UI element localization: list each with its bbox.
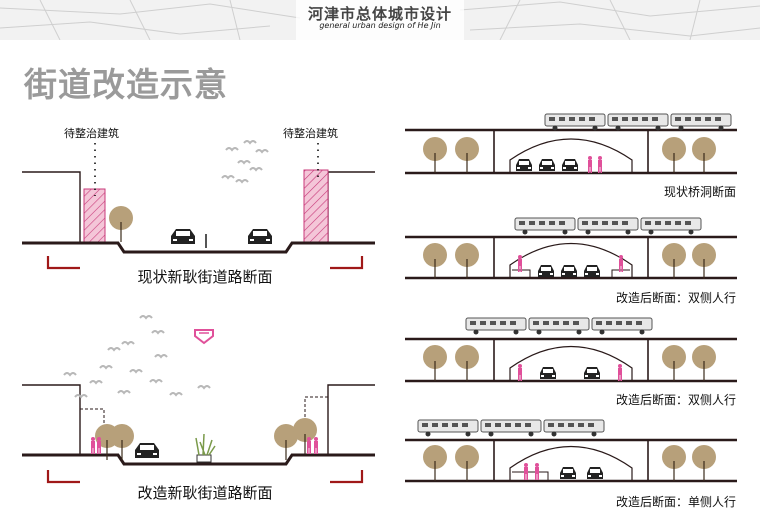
caption-renovated-section: 改造新耿街道路断面: [137, 484, 273, 502]
car-icon: [135, 443, 159, 458]
renovated-street-section: [22, 315, 375, 484]
building-to-renovate-right: [303, 169, 329, 244]
train-icon: [465, 317, 527, 335]
down-arrow-icon: [194, 329, 214, 345]
median-planting: [195, 433, 216, 463]
caption-bridge-renovated-2: 改造后断面：双侧人行: [615, 393, 736, 407]
birds-decoration: [221, 140, 269, 183]
car-icon: [516, 159, 532, 171]
bridge-section-renovated-both-sides-2: [405, 317, 737, 383]
train-icon: [514, 217, 576, 235]
header-map-texture: [0, 0, 760, 40]
car-icon: [538, 265, 554, 277]
caption-current-section: 现状新耿街道路断面: [137, 268, 273, 286]
car-icon: [561, 265, 577, 277]
car-icon: [560, 467, 576, 479]
bridge-section-renovated-both-sides: [405, 217, 737, 280]
train-icon: [417, 419, 479, 437]
car-icon: [539, 159, 555, 171]
car-icon: [562, 159, 578, 171]
car-icon: [587, 467, 603, 479]
car-icon: [584, 367, 600, 379]
caption-bridge-current: 现状桥洞断面: [663, 185, 736, 199]
header-title: 河津市总体城市设计: [307, 5, 452, 23]
train-icon: [544, 113, 606, 131]
car-icon: [171, 229, 195, 244]
header-subtitle: general urban design of He Jin: [319, 21, 441, 30]
header-banner: 河津市总体城市设计 general urban design of He Jin: [0, 0, 760, 40]
street-tree: [292, 417, 318, 455]
label-building-to-renovate-right: 待整治建筑: [283, 127, 338, 140]
birds-decoration: [63, 315, 211, 398]
building-to-renovate-left: [83, 188, 106, 244]
bridge-section-current: [405, 113, 737, 175]
current-street-section: [22, 140, 375, 270]
caption-bridge-renovated-3: 改造后断面：单侧人行: [615, 495, 736, 509]
street-tree: [108, 205, 134, 243]
page-title: 街道改造示意: [24, 65, 228, 104]
bridge-section-renovated-one-side: [405, 419, 737, 483]
car-icon: [248, 229, 272, 244]
car-icon: [584, 265, 600, 277]
car-icon: [540, 367, 556, 379]
caption-bridge-renovated-1: 改造后断面：双侧人行: [615, 291, 736, 305]
label-building-to-renovate-left: 待整治建筑: [64, 127, 119, 140]
